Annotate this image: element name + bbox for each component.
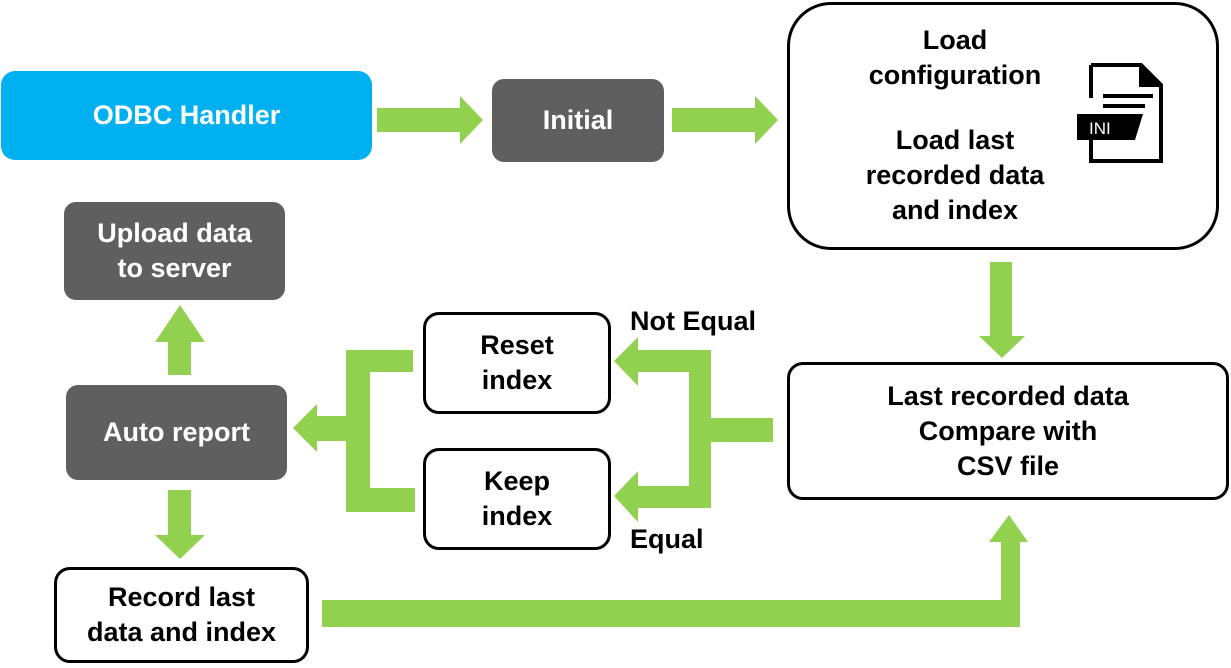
arrow-auto-report-to-record <box>155 490 205 559</box>
node-reset-index: Reset index <box>423 312 611 414</box>
node-odbc-handler: ODBC Handler <box>1 71 372 160</box>
node-load-configuration: Load configuration Load last recorded da… <box>787 2 1219 250</box>
ini-file-icon-text: INI <box>1089 119 1111 138</box>
node-initial-label: Initial <box>542 105 614 135</box>
arrow-reset-keep-to-auto-report <box>293 350 415 512</box>
ini-file-icon: INI <box>1077 63 1163 163</box>
arrow-initial-to-config <box>672 96 778 144</box>
node-record-last: Record last data and index <box>54 567 309 663</box>
node-record-last-label: Record last data and index <box>86 582 277 647</box>
node-compare: Last recorded data Compare with CSV file <box>787 362 1229 500</box>
edge-label-not-equal: Not Equal <box>630 306 756 336</box>
arrow-config-to-compare <box>979 262 1025 358</box>
arrow-auto-report-to-upload <box>155 305 205 375</box>
arrow-record-to-compare <box>322 515 1028 627</box>
node-keep-index: Keep index <box>423 448 611 550</box>
node-keep-index-label: Keep index <box>481 466 553 531</box>
node-auto-report-label: Auto report <box>103 417 250 447</box>
edge-label-equal: Equal <box>630 524 704 554</box>
node-odbc-handler-label: ODBC Handler <box>92 100 281 130</box>
node-upload: Upload data to server <box>64 202 285 300</box>
arrow-branch-to-keep <box>614 471 711 522</box>
arrow-compare-stem <box>711 418 773 442</box>
node-reset-index-label: Reset index <box>480 330 554 395</box>
load-last-recorded-label: Load last recorded data and index <box>865 125 1045 225</box>
node-auto-report: Auto report <box>66 385 287 480</box>
node-upload-label: Upload data to server <box>97 218 252 283</box>
node-compare-label: Last recorded data Compare with CSV file <box>887 380 1129 481</box>
node-initial: Initial <box>492 79 664 162</box>
arrow-odbc-to-initial <box>377 96 483 144</box>
load-configuration-label: Load configuration <box>868 25 1042 90</box>
